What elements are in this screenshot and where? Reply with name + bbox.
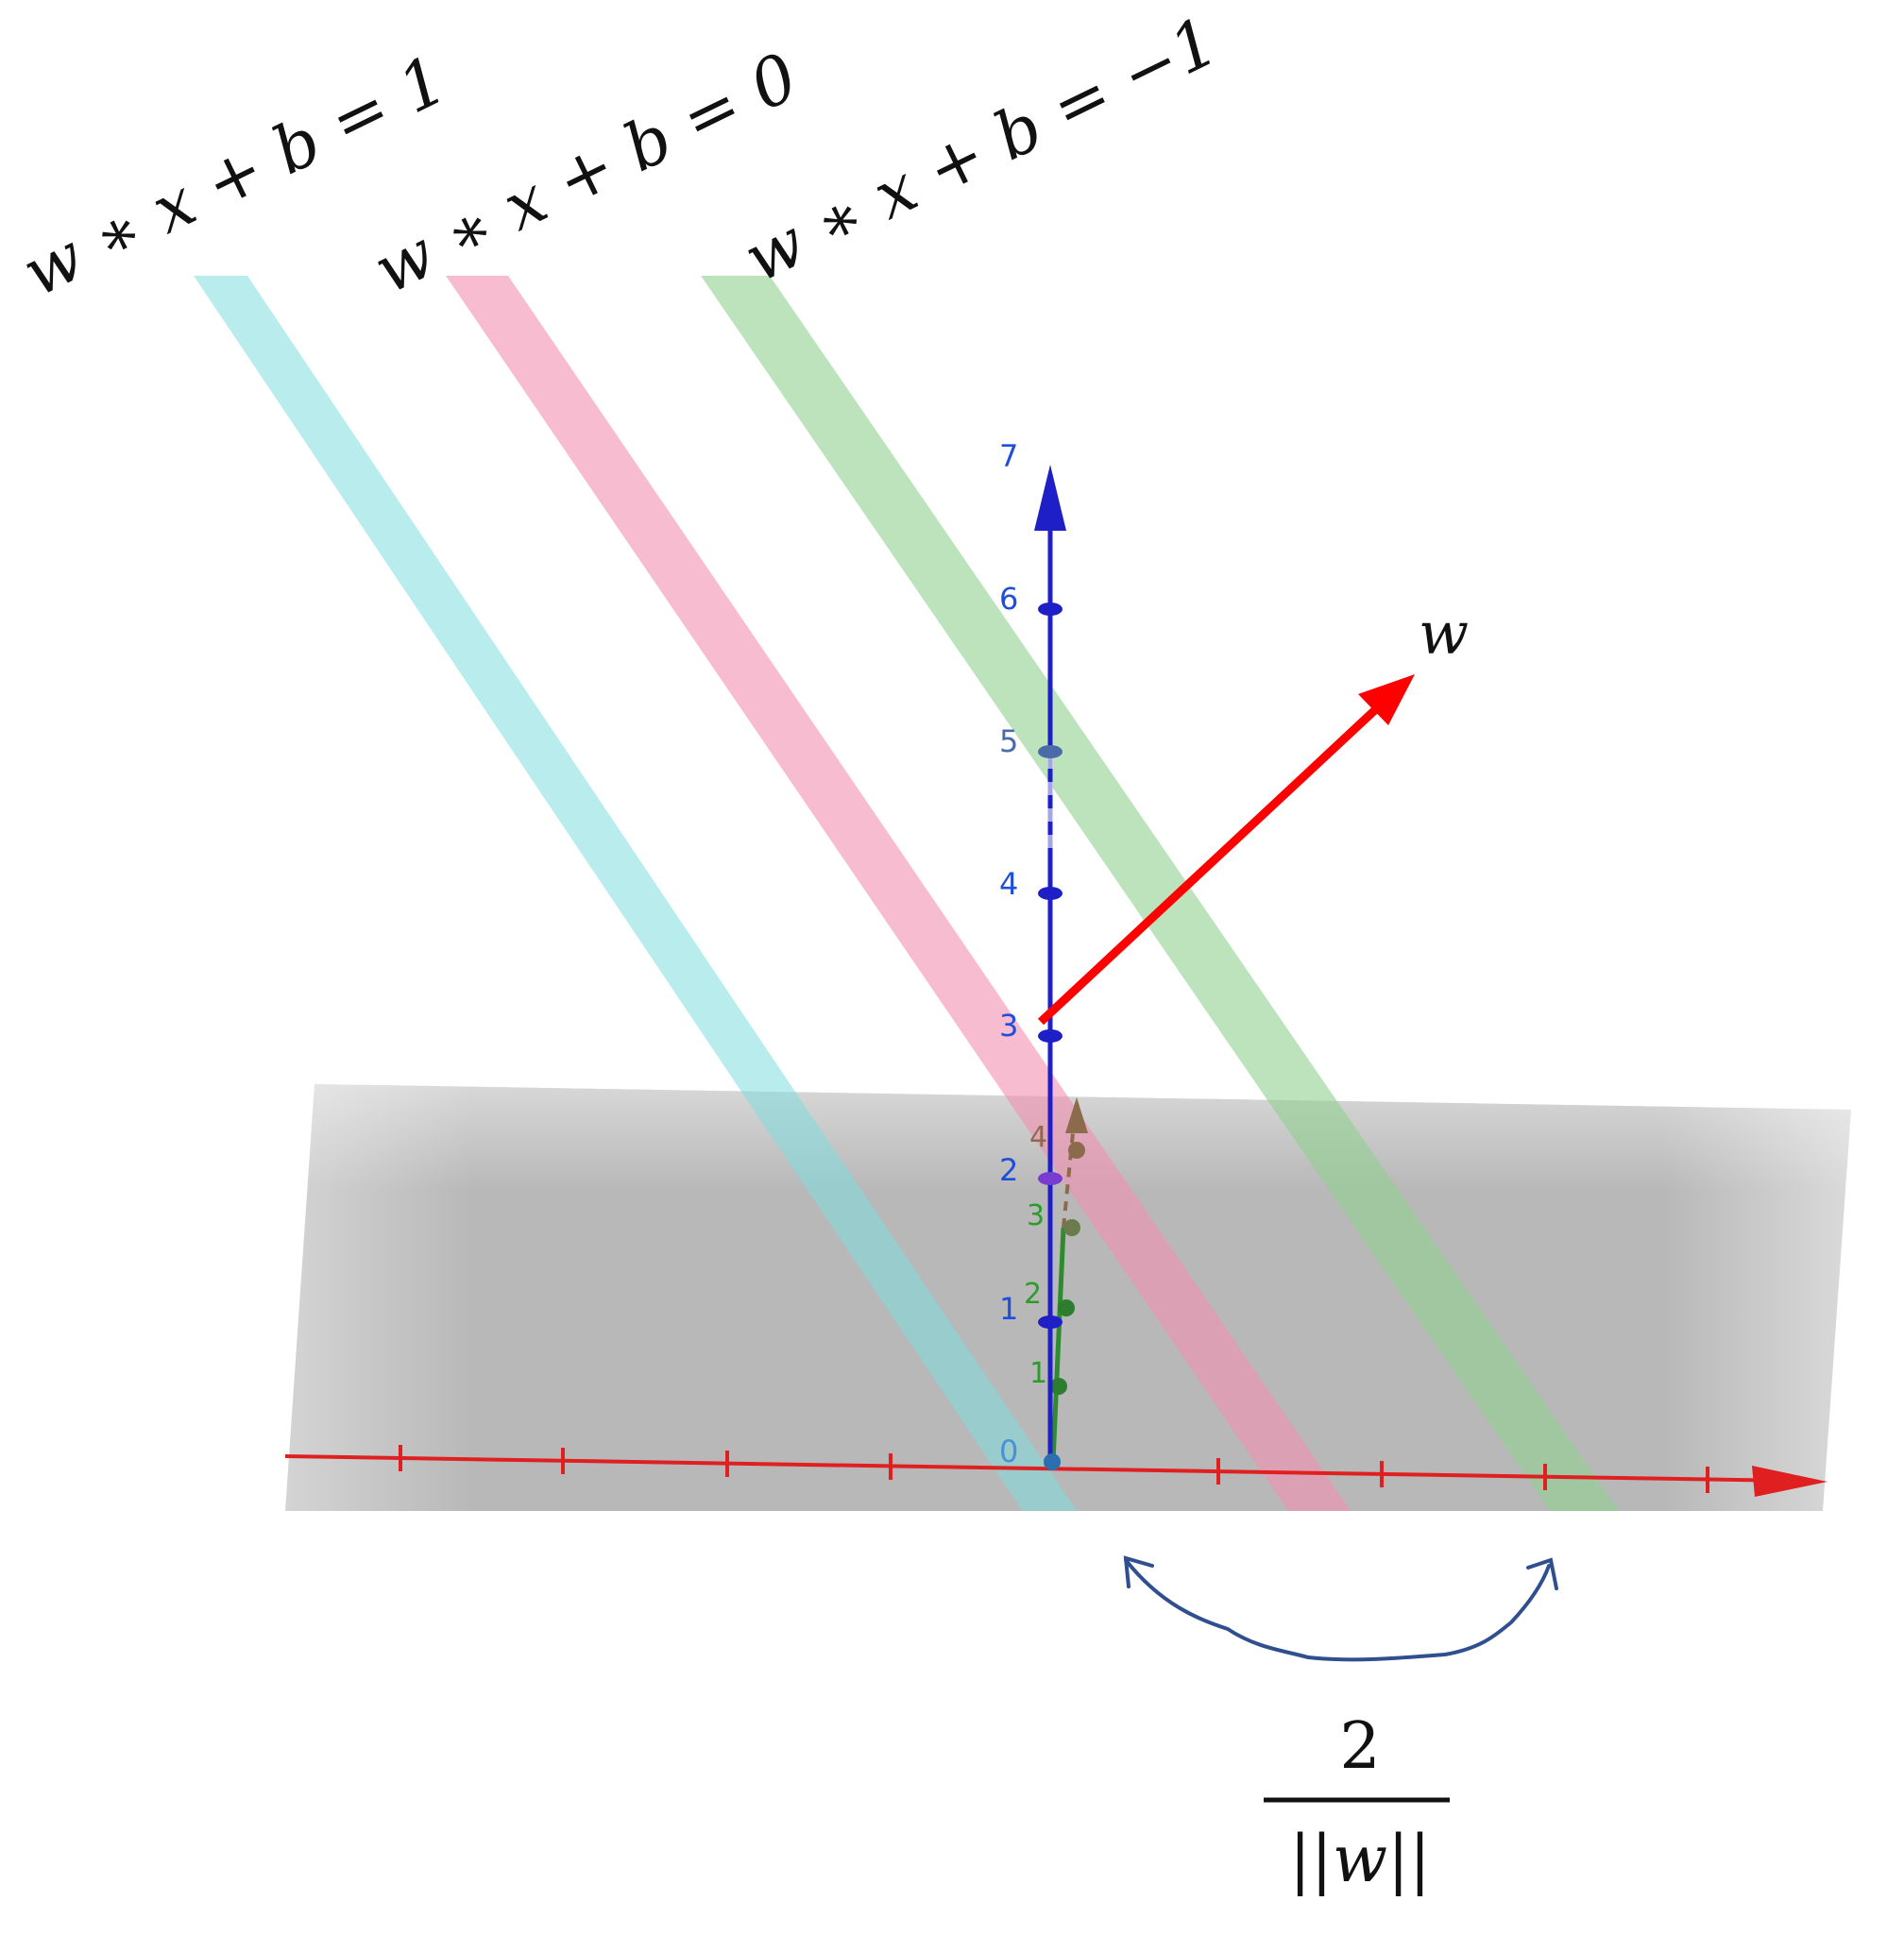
ground-plane [285, 1084, 1851, 1511]
z-axis: 0 1 2 3 4 5 6 7 [999, 438, 1066, 1469]
z-tick [1038, 603, 1062, 616]
z-tick [1038, 1029, 1062, 1043]
weight-vector-arrowhead [1358, 674, 1415, 725]
hyperplane-zero [446, 276, 1351, 1511]
margin-formula: 2 ||w|| [1264, 1709, 1450, 1897]
z-tick [1038, 887, 1062, 900]
z-tick [1038, 1315, 1062, 1329]
z-axis-arrowhead [1034, 465, 1066, 531]
z-tick-label-5: 5 [999, 723, 1018, 759]
y-tick-label-4: 4 [1029, 1121, 1047, 1154]
z-tick-label-6: 6 [999, 581, 1018, 617]
y-tick-label-1: 1 [1029, 1357, 1047, 1390]
z-tick-label-2: 2 [999, 1152, 1018, 1188]
x-axis [284, 1445, 1828, 1497]
z-tick-label-1: 1 [999, 1291, 1018, 1327]
y-tick-label-3: 3 [1027, 1199, 1045, 1232]
z-tick-label-0: 0 [999, 1434, 1018, 1469]
y-tick-dot [1050, 1378, 1067, 1395]
x-axis-arrowhead [1752, 1466, 1828, 1497]
z-tick-label-4: 4 [999, 866, 1018, 902]
z-tick-label-3: 3 [999, 1008, 1018, 1044]
margin-arrow [1123, 1555, 1558, 1662]
plane-negative-label: w ∗ x + b = −1 [733, 2, 1230, 297]
y-axis: 1 2 3 4 [1024, 1097, 1088, 1463]
y-tick-dot [1058, 1299, 1075, 1316]
z-axis-ticks [1038, 603, 1062, 1329]
origin-point [1044, 1453, 1061, 1470]
y-axis-arrowhead [1065, 1097, 1088, 1133]
y-tick-label-2: 2 [1024, 1278, 1042, 1311]
z-tick [1038, 745, 1062, 758]
x-axis-ticks [399, 1445, 1709, 1493]
y-tick-dot [1068, 1142, 1085, 1159]
z-tick [1038, 1172, 1062, 1185]
margin-denominator: ||w|| [1289, 1823, 1431, 1897]
z-tick-label-7: 7 [999, 438, 1018, 474]
margin-numerator: 2 [1339, 1709, 1380, 1784]
hyperplane-positive [194, 276, 1077, 1511]
vector-label: w [1419, 599, 1469, 668]
y-tick-dot [1063, 1219, 1080, 1236]
hyperplane-negative [701, 276, 1619, 1511]
weight-vector [1037, 674, 1415, 1026]
